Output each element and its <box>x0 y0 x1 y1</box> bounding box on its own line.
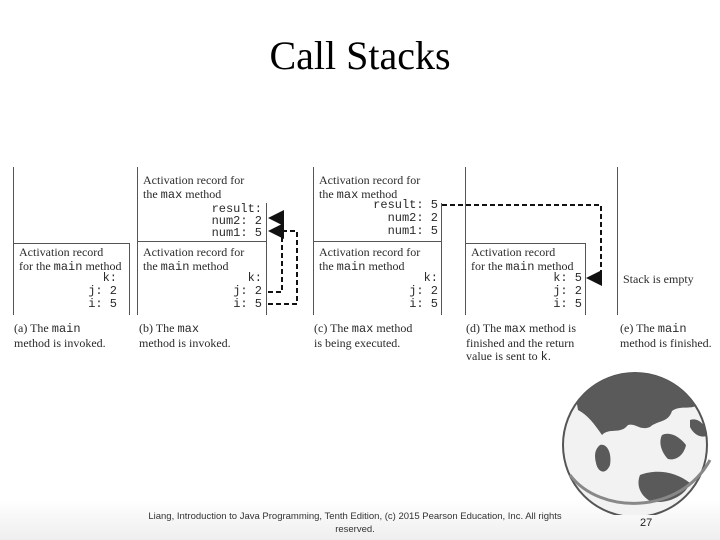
stack-border-right <box>266 203 267 315</box>
stack-border-right <box>441 203 442 315</box>
var-j-label: j: 2 <box>88 284 117 298</box>
stack-border-left <box>465 167 466 315</box>
page-number: 27 <box>640 517 653 529</box>
var-k-label: k: <box>423 271 438 285</box>
globe-icon <box>562 372 712 515</box>
stack-border-left <box>13 167 14 315</box>
var-i-label: i: 5 <box>409 297 438 311</box>
record-divider <box>137 241 267 242</box>
footer-text: Liang, Introduction to Java Programming,… <box>148 511 562 535</box>
var-result-label: result: <box>211 202 262 216</box>
max-record-label: Activation record for the max method <box>143 173 245 202</box>
var-i-label: i: 5 <box>553 297 582 311</box>
arrow-j-to-num2 <box>268 210 284 293</box>
var-j-label: j: 2 <box>409 284 438 298</box>
var-num2-label: num2: 2 <box>211 214 262 228</box>
var-k-label: k: <box>247 271 262 285</box>
main-record-label: Activation record for the main method <box>19 245 122 274</box>
var-num1-label: num1: 5 <box>387 224 438 238</box>
record-divider <box>13 243 130 244</box>
caption-d: (d) The max method is finished and the r… <box>466 321 577 364</box>
record-divider <box>465 243 586 244</box>
stack-border-right <box>129 243 130 315</box>
stack-border-left <box>617 167 618 315</box>
var-k-label: k: <box>102 271 117 285</box>
arrow-result-to-k <box>442 204 602 286</box>
var-j-label: j: 2 <box>233 284 262 298</box>
main-record-label: Activation record for the main method <box>471 245 574 274</box>
caption-c: (c) The max method is being executed. <box>314 321 413 350</box>
main-record-label: Activation record for the main method <box>143 245 245 274</box>
stack-empty-label: Stack is empty <box>623 272 694 286</box>
var-j-label: j: 2 <box>553 284 582 298</box>
var-k-label: k: 5 <box>553 271 582 285</box>
arrow-i-to-num1 <box>268 223 298 305</box>
var-i-label: i: 5 <box>233 297 262 311</box>
record-divider <box>313 241 442 242</box>
max-record-label: Activation record for the max method <box>319 173 421 202</box>
var-num2-label: num2: 2 <box>387 211 438 225</box>
stack-border-right <box>585 243 586 315</box>
slide-title: Call Stacks <box>269 33 451 78</box>
caption-a: (a) The main method is invoked. <box>14 321 106 350</box>
var-result-label: result: 5 <box>373 198 438 212</box>
var-num1-label: num1: 5 <box>211 226 262 240</box>
caption-e: (e) The main method is finished. <box>620 321 712 350</box>
var-i-label: i: 5 <box>88 297 117 311</box>
main-record-label: Activation record for the main method <box>319 245 421 274</box>
caption-b: (b) The max method is invoked. <box>139 321 231 350</box>
